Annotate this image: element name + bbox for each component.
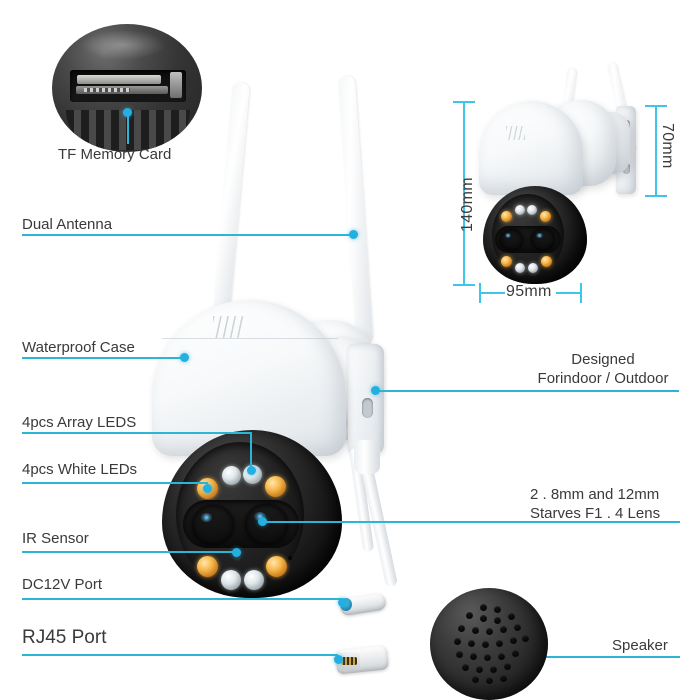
antenna-left <box>211 81 250 333</box>
sd-card-slot-icon <box>70 70 186 102</box>
dim-140mm-cap-top <box>453 101 475 103</box>
dim-70mm-cap-top <box>645 105 667 107</box>
lens-spec-line-1: 2 . 8mm and 12mm <box>530 486 660 503</box>
label-white-leds: 4pcs White LEDs <box>22 461 138 478</box>
rule-lens-spec <box>262 521 680 523</box>
warm-led-icon <box>501 211 512 222</box>
tf-callout-dot <box>123 108 132 117</box>
white-led-icon <box>515 205 525 215</box>
label-array-leds: 4pcs Array LEDS <box>22 414 137 431</box>
label-ir-sensor: IR Sensor <box>22 530 89 547</box>
label-dual-antenna: Dual Antenna <box>22 216 113 233</box>
white-led-icon <box>244 570 264 590</box>
rule-dual-antenna <box>22 234 353 236</box>
rule-waterproof-case <box>22 357 182 359</box>
tf-card-upper <box>77 75 161 84</box>
designed-line-1: Designed <box>571 351 635 368</box>
dim-70mm-line <box>655 105 657 197</box>
label-dc12v-port: DC12V Port <box>22 576 103 593</box>
antenna-right <box>337 75 374 345</box>
dim-95mm-cap-left <box>479 283 481 303</box>
tf-card-lower <box>76 86 168 94</box>
warm-led-icon <box>265 476 286 497</box>
rule-rj45-port <box>22 654 338 656</box>
dot-white-leds <box>203 484 212 493</box>
rule-array-leds-stem <box>250 432 252 468</box>
dim-140mm-line <box>463 101 465 286</box>
rule-array-leds <box>22 432 252 434</box>
dot-rj45-port <box>334 655 343 664</box>
camera-lens-icon <box>245 504 288 545</box>
camera-lens-icon <box>192 505 234 545</box>
dome-vent-mark <box>213 316 243 338</box>
dot-dc12v-port <box>338 598 347 607</box>
white-led-icon <box>527 205 537 215</box>
dim-70mm-label: 70mm <box>659 123 676 169</box>
cable-junction <box>354 440 380 474</box>
rule-speaker <box>534 656 680 658</box>
white-led-icon <box>222 466 241 485</box>
ir-sensor-point <box>234 554 241 561</box>
small-dome-case <box>479 101 583 195</box>
label-lens-spec: 2 . 8mm and 12mm Starves F1 . 4 Lens <box>530 486 660 524</box>
dot-dual-antenna <box>349 230 358 239</box>
speaker-closeup-photo <box>430 588 548 700</box>
warm-led-icon <box>540 211 551 222</box>
warm-led-icon <box>541 256 552 267</box>
bracket-screw-hole <box>362 398 373 418</box>
small-bracket-screw-bottom <box>623 163 630 174</box>
dim-95mm-line-left <box>479 292 505 294</box>
dot-lens-spec <box>258 517 267 526</box>
rj45-contacts <box>338 652 360 670</box>
rule-white-leds <box>22 482 208 484</box>
dot-array-leds <box>247 466 256 475</box>
warm-led-icon <box>266 556 287 577</box>
dim-140mm-label: 140mm <box>459 177 476 232</box>
designed-line-2: Forindoor / Outdoor <box>537 369 669 387</box>
warm-led-icon <box>501 256 512 267</box>
dim-70mm-cap-bottom <box>645 195 667 197</box>
dot-waterproof-case <box>180 353 189 362</box>
dot-ir-sensor <box>232 548 241 557</box>
tf-slot-tab <box>170 72 182 98</box>
camera-lens-icon <box>531 228 555 251</box>
white-led-icon <box>221 570 241 590</box>
label-waterproof-case: Waterproof Case <box>22 339 135 356</box>
white-led-icon <box>515 263 525 273</box>
camera-lens-icon <box>500 229 523 251</box>
rule-designed-indoor-outdoor <box>379 390 679 392</box>
dual-lens-housing <box>183 500 299 548</box>
label-rj45-port: RJ45 Port <box>22 627 107 648</box>
small-dual-lens-housing <box>495 226 561 253</box>
label-designed-indoor-outdoor: Designed Forindoor / Outdoor <box>528 351 678 389</box>
label-tf-memory-card: TF Memory Card <box>58 146 172 163</box>
microphone-hole <box>288 556 292 560</box>
dim-95mm-line-right <box>556 292 582 294</box>
dim-95mm-cap-right <box>580 283 582 303</box>
small-dome-vent-mark <box>506 126 525 140</box>
dot-designed-indoor-outdoor <box>371 386 380 395</box>
rule-dc12v-port <box>22 598 342 600</box>
lens-spec-line-2: Starves F1 . 4 Lens <box>530 504 661 522</box>
dim-140mm-cap-bottom <box>453 284 475 286</box>
tf-highlight <box>80 30 166 60</box>
speaker-grille-icon <box>454 604 529 684</box>
dome-seam <box>162 338 338 339</box>
label-speaker: Speaker <box>612 637 668 654</box>
tf-callout-stem <box>127 112 129 144</box>
dim-95mm-label: 95mm <box>506 283 552 300</box>
rule-ir-sensor <box>22 551 236 553</box>
white-led-icon <box>528 263 538 273</box>
warm-led-icon <box>197 556 218 577</box>
